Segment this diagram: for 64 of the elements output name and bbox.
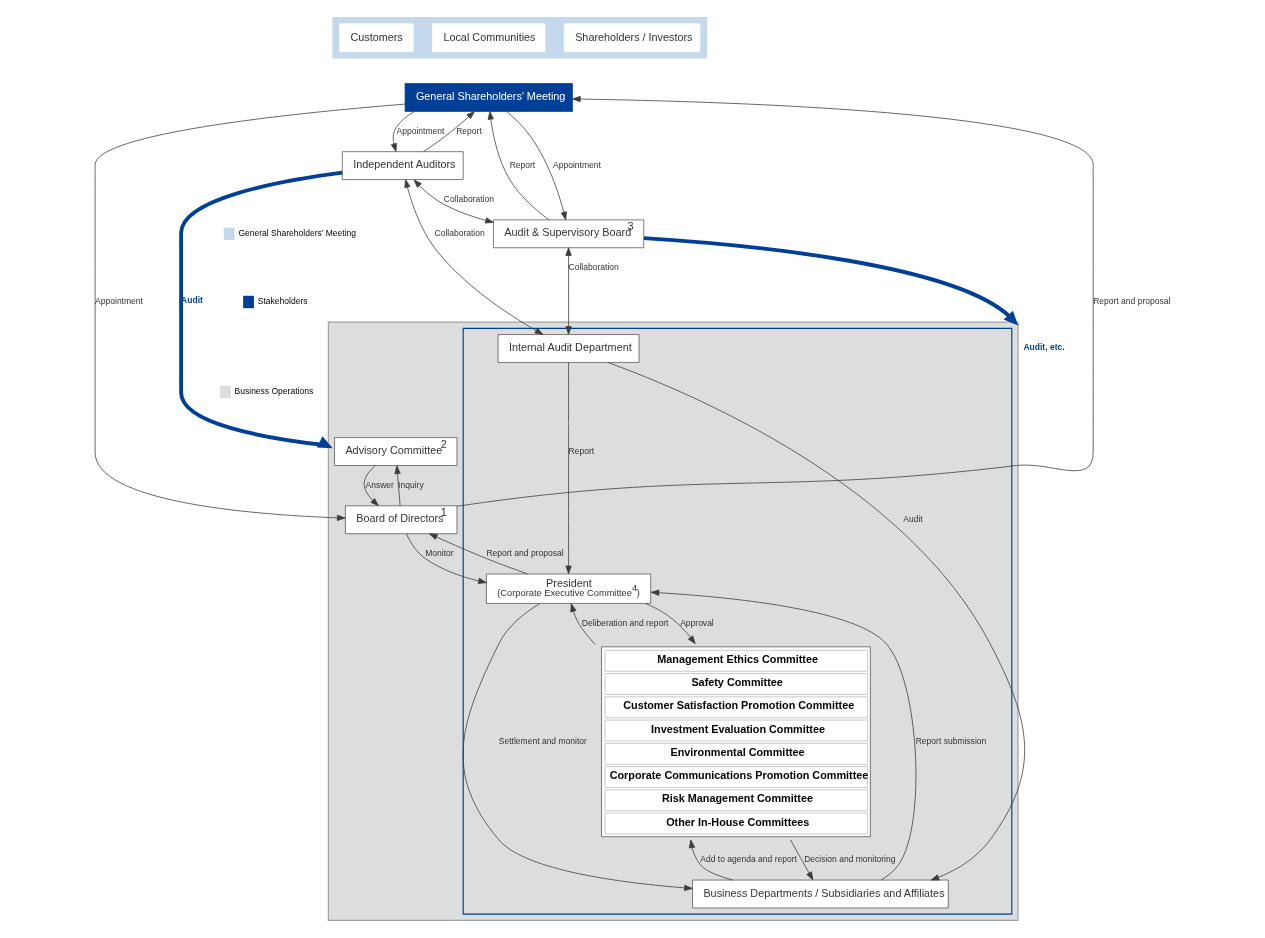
node-text: Risk Management Committee xyxy=(661,792,813,805)
arrow xyxy=(645,603,696,645)
edge-label: Decision and monitoring xyxy=(804,854,896,865)
arrow xyxy=(413,179,494,224)
edge-label: Appointment xyxy=(396,125,445,136)
edge-label: Report submission xyxy=(915,735,987,746)
edge-label: Appointment xyxy=(553,159,601,170)
arrow xyxy=(688,839,734,881)
arrow xyxy=(462,603,693,891)
cluster xyxy=(327,321,1019,921)
arrow xyxy=(179,170,343,449)
cluster xyxy=(332,17,708,59)
arrow xyxy=(487,111,550,221)
node-text: Management Ethics Committee xyxy=(657,652,818,665)
node-box: Business Departments / Subsidiaries and Affiliates xyxy=(692,879,949,909)
arrow xyxy=(390,111,415,152)
node-text: Customer Satisfaction Promotion Committee xyxy=(623,699,855,712)
edge-label: Appointment xyxy=(95,296,143,307)
node-text: Corporate Communications Promotion Committee xyxy=(609,769,869,782)
node-text: Safety Committee xyxy=(691,676,783,689)
node-box: Shareholders / Investors xyxy=(563,23,701,53)
arrow xyxy=(790,839,814,881)
edge-label: Collaboration xyxy=(568,262,619,273)
edge-label: Answer xyxy=(365,479,394,490)
node-box: Customers xyxy=(339,23,414,53)
edge-label: Deliberation and report xyxy=(581,617,669,628)
arrow xyxy=(429,533,528,575)
node-box: General Shareholders’ Meeting xyxy=(404,83,573,112)
arrow xyxy=(423,111,475,153)
edge-label: Report xyxy=(509,159,536,170)
node-text: Other In-House Committees xyxy=(666,815,810,828)
legend-label: Business Operations xyxy=(234,386,314,397)
arrow xyxy=(565,247,572,335)
arrow xyxy=(506,111,567,221)
node-box: Independent Auditors xyxy=(341,151,464,180)
arrow xyxy=(394,465,401,507)
edge-label: Add to agenda and report xyxy=(700,854,797,865)
edge-label: Approval xyxy=(680,617,714,628)
edge-label: Monitor xyxy=(425,548,454,559)
node-text: Investment Evaluation Committee xyxy=(651,722,825,735)
arrow xyxy=(570,603,596,645)
arrow xyxy=(363,465,379,507)
arrow xyxy=(643,236,1019,326)
edge-label: Audit, etc. xyxy=(1023,341,1065,352)
edge-label: Report and proposal xyxy=(1093,296,1171,307)
arrow xyxy=(404,179,544,335)
edge-label: Report xyxy=(456,125,482,136)
arrow xyxy=(94,103,406,521)
edge-label: Report and proposal xyxy=(486,548,564,559)
arrow xyxy=(405,533,487,584)
legend-label: General Shareholders’ Meeting xyxy=(238,227,357,238)
node-box: Local Communities xyxy=(432,23,546,53)
arrow xyxy=(565,362,572,575)
edge-label: Inquiry xyxy=(398,479,424,490)
edge-label: Collaboration xyxy=(443,193,494,204)
node-box: Internal Audit Department xyxy=(497,334,640,363)
node-text: Environmental Committee xyxy=(670,745,805,758)
edge-label: Settlement and monitor xyxy=(498,735,587,746)
edge-label: Report xyxy=(568,445,595,456)
arrow xyxy=(650,589,917,881)
edge-label: Audit xyxy=(903,513,923,524)
arrow xyxy=(456,95,1094,507)
edge-label: Collaboration xyxy=(434,227,485,238)
legend-label: Stakeholders xyxy=(257,296,308,307)
